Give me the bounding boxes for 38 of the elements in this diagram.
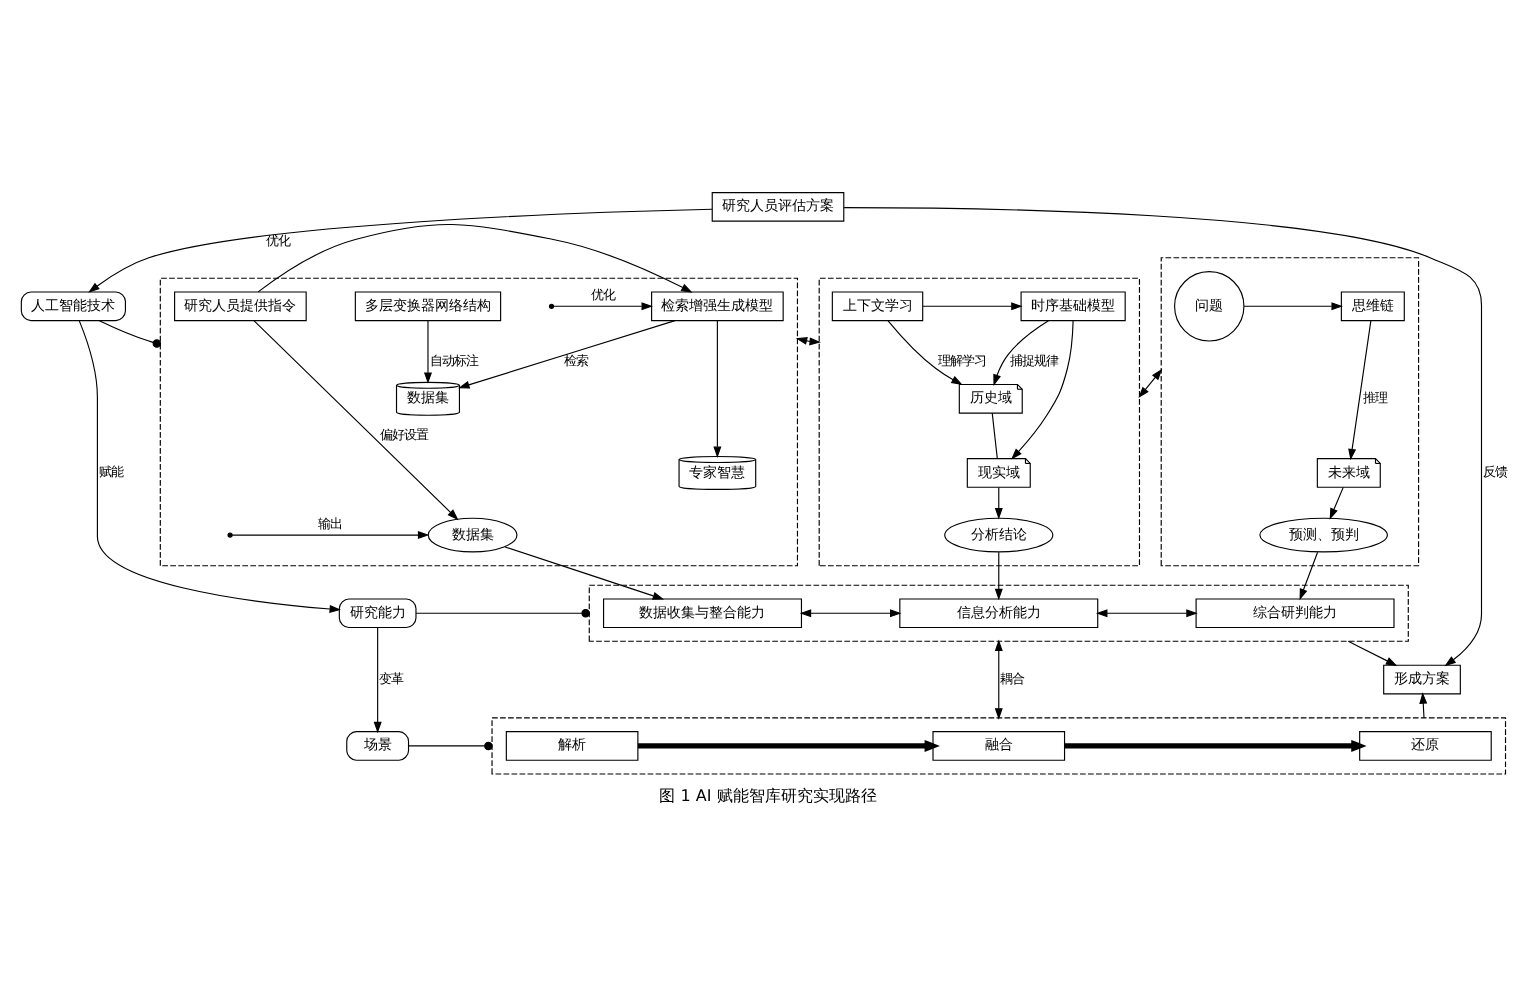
arrow — [553, 301, 653, 310]
connector — [991, 411, 998, 458]
cluster — [818, 276, 1141, 566]
arrow — [458, 319, 676, 388]
arrow — [423, 319, 432, 383]
cluster — [491, 716, 1507, 774]
arrow — [1329, 485, 1344, 519]
arrow — [1347, 639, 1398, 665]
arrow — [1243, 301, 1343, 310]
arrow — [504, 545, 665, 599]
arrow — [637, 738, 940, 751]
arrow — [231, 530, 430, 539]
arrow — [1011, 319, 1074, 459]
arrow — [713, 319, 722, 457]
arrow — [922, 301, 1023, 310]
connector — [415, 608, 590, 617]
arrow — [1299, 550, 1319, 600]
cluster — [159, 276, 799, 566]
arrow — [887, 319, 963, 384]
arrow — [843, 206, 1483, 666]
arrow — [993, 319, 1050, 385]
arrow — [1419, 691, 1428, 718]
arrow — [994, 638, 1003, 719]
connector — [408, 740, 493, 750]
arrow — [994, 550, 1003, 600]
arrow — [253, 319, 459, 520]
arrow — [1064, 738, 1367, 751]
arrow — [799, 608, 902, 617]
cluster — [1160, 256, 1420, 566]
arrow — [257, 223, 693, 292]
arrow — [1096, 608, 1198, 617]
arrow — [1138, 367, 1163, 398]
arrow — [373, 626, 382, 733]
arrow — [88, 207, 713, 292]
connector — [98, 319, 162, 347]
arrow — [78, 319, 341, 612]
arrow — [994, 485, 1003, 519]
arrow — [1348, 319, 1372, 460]
